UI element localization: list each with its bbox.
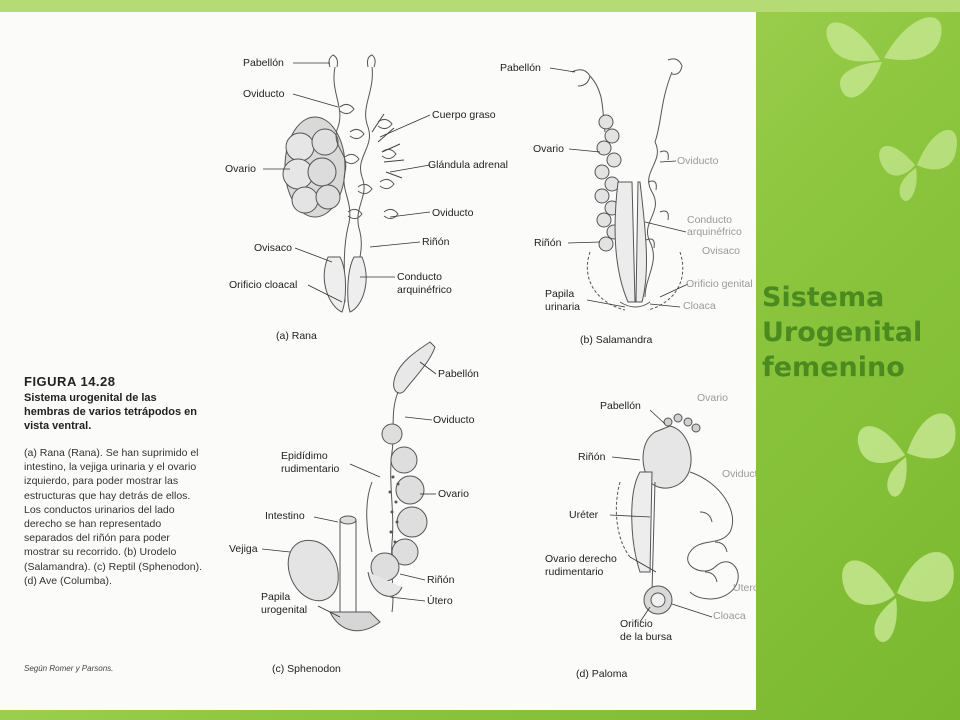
label-oviducto: Oviducto bbox=[677, 155, 719, 167]
label-pabellon: Pabellón bbox=[438, 368, 479, 380]
top-band bbox=[0, 0, 960, 12]
figure-image: Pabellón Oviducto Ovario Ovisaco Orifici… bbox=[0, 12, 756, 710]
butterfly-decoration-icon bbox=[857, 413, 956, 497]
pigeon-drawing bbox=[615, 413, 739, 615]
label-urinaria: urinaria bbox=[545, 301, 581, 313]
label-ureter: Uréter bbox=[569, 509, 599, 521]
label-ovario-derecho: Ovario derecho bbox=[545, 553, 617, 565]
anatomy-illustration bbox=[261, 54, 739, 632]
label-de-la-bursa: de la bursa bbox=[620, 631, 672, 643]
label-arquinefrico: arquinéfrico bbox=[687, 226, 742, 238]
label-glandula-adrenal: Glándula adrenal bbox=[428, 159, 508, 171]
slide-title: Sistema Urogenital femenino bbox=[762, 280, 958, 385]
label-oviducto: Oviducto bbox=[243, 88, 285, 100]
panel-caption-d: (d) Paloma bbox=[576, 668, 628, 680]
leader-lines bbox=[609, 409, 713, 623]
label-urogenital: urogenital bbox=[261, 604, 308, 616]
label-pabellon: Pabellón bbox=[600, 400, 641, 412]
leader-lines bbox=[549, 67, 689, 308]
label-ovario: Ovario bbox=[438, 488, 469, 500]
title-line: Urogenital bbox=[762, 317, 923, 348]
label-rinon: Riñón bbox=[534, 237, 562, 249]
label-ovisaco: Ovisaco bbox=[702, 245, 740, 257]
label-ovisaco: Ovisaco bbox=[254, 242, 292, 254]
label-conducto: Conducto bbox=[397, 271, 442, 283]
label-papila: Papila bbox=[545, 288, 575, 300]
label-ovario: Ovario bbox=[697, 392, 728, 404]
label-rudimentario: rudimentario bbox=[545, 566, 604, 578]
label-papila: Papila bbox=[261, 591, 291, 603]
label-oviducto: Oviducto bbox=[433, 414, 475, 426]
label-epididimo: Epidídimo bbox=[281, 450, 328, 462]
leader-lines bbox=[263, 62, 431, 303]
label-ovario: Ovario bbox=[533, 143, 564, 155]
label-cloaca: Cloaca bbox=[683, 300, 716, 312]
figure-heading: FIGURA 14.28 bbox=[24, 374, 116, 389]
label-vejiga: Vejiga bbox=[229, 543, 258, 555]
label-oviducto: Oviducto bbox=[432, 207, 474, 219]
butterfly-decoration-icon bbox=[879, 129, 957, 201]
label-utero: Útero bbox=[427, 595, 453, 607]
label-pabellon: Pabellón bbox=[243, 57, 284, 69]
title-line: Sistema bbox=[762, 282, 885, 313]
label-rinon: Riñón bbox=[422, 236, 450, 248]
panel-caption-c: (c) Sphenodon bbox=[272, 663, 341, 675]
label-orificio-cloacal: Orificio cloacal bbox=[229, 279, 298, 291]
label-rudimentario: rudimentario bbox=[281, 463, 340, 475]
label-cloaca: Cloaca bbox=[713, 610, 746, 622]
label-ovario: Ovario bbox=[225, 163, 256, 175]
salamander-drawing bbox=[571, 58, 684, 311]
figure-credit: Según Romer y Parsons. bbox=[24, 664, 114, 673]
label-arquinefrico: arquinéfrico bbox=[397, 284, 452, 296]
label-rinon: Riñón bbox=[427, 574, 455, 586]
label-oviducto: Oviducto bbox=[722, 468, 756, 480]
panel-caption-a: (a) Rana bbox=[276, 330, 317, 342]
label-rinon: Riñón bbox=[578, 451, 606, 463]
leader-lines bbox=[261, 361, 437, 618]
label-orificio-genital: Orificio genital bbox=[686, 278, 753, 290]
panel-caption-b: (b) Salamandra bbox=[580, 334, 653, 346]
label-intestino: Intestino bbox=[265, 510, 305, 522]
label-orificio: Orificio bbox=[620, 618, 653, 630]
butterfly-decoration-icon bbox=[826, 17, 942, 98]
butterfly-decoration-icon bbox=[842, 552, 954, 643]
label-utero: Útero bbox=[733, 582, 756, 594]
figure-caption: (a) Rana (Rana). Se han suprimido el int… bbox=[24, 447, 202, 587]
title-line: femenino bbox=[762, 352, 905, 383]
label-conducto: Conducto bbox=[687, 214, 732, 226]
label-cuerpo-graso: Cuerpo graso bbox=[432, 109, 496, 121]
frog-drawing bbox=[282, 54, 405, 313]
sphenodon-drawing bbox=[287, 341, 436, 632]
label-pabellon: Pabellón bbox=[500, 62, 541, 74]
figure-subtitle: Sistema urogenital de las hembras de var… bbox=[24, 392, 197, 432]
